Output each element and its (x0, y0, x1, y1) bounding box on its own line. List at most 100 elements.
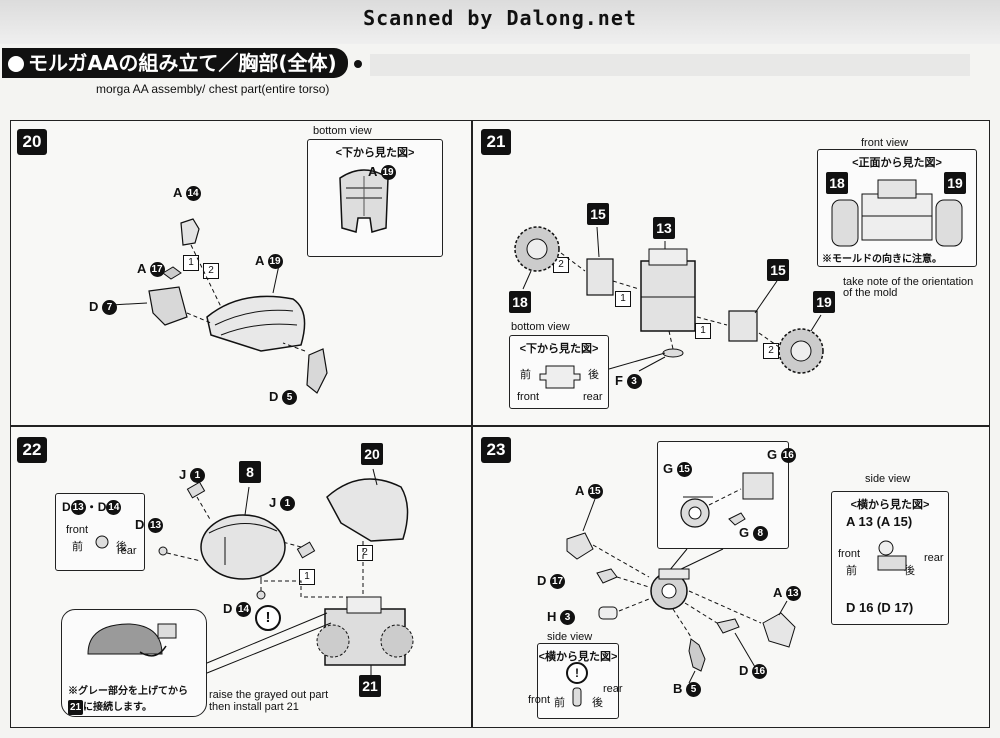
part-label: B 5 (673, 681, 702, 698)
bottom-plate-illustration (539, 365, 581, 389)
page-subtitle: morga AA assembly/ chest part(entire tor… (96, 82, 330, 96)
torso-front-illustration (831, 179, 963, 247)
front-jp-label: 前 (554, 697, 565, 709)
part-number: 17 (149, 262, 165, 278)
part-number: 16 (752, 664, 768, 680)
part-number: 21 (68, 699, 83, 715)
title-bullet-icon (6, 54, 26, 74)
side-view-label: side view (547, 631, 593, 643)
step-21-assembly-illustration (514, 226, 824, 374)
part-number: 8 (752, 526, 768, 542)
part-number: 19 (380, 165, 396, 181)
front-view-label: front view (861, 137, 909, 149)
part-label: D 14 (223, 601, 252, 618)
part-label: D 16 (739, 663, 768, 680)
part-label: G 15 (663, 461, 692, 478)
part-label: D 17 (537, 573, 566, 590)
page-title: モルガAAの組み立て／胸部(全体) (2, 48, 348, 78)
title-dot-icon (354, 60, 362, 68)
inset-heading: <横から見た図> (538, 651, 618, 663)
note-translation: raise the grayed out part then install p… (209, 689, 329, 713)
part-label: G 16 (767, 447, 796, 464)
rear-jp-label: 後 (116, 541, 127, 553)
front-jp-label: 前 (846, 565, 857, 577)
step-22-assembly-illustration (158, 468, 414, 677)
step-23-assembly-illustration (566, 472, 796, 684)
inset-heading: <下から見た図> (519, 343, 599, 355)
part-number-badge: 15 (587, 203, 609, 225)
front-en-label: front (528, 694, 551, 706)
mold-note: ※モールドの向きに注意。 (822, 254, 942, 265)
pin-side-illustration (572, 687, 582, 707)
part-label: D 13 (135, 517, 164, 534)
part-number-badge: 18 (826, 172, 848, 194)
step-number: 22 (17, 437, 47, 463)
part-number-badge: 21 (359, 675, 381, 697)
step-20-assembly-illustration (110, 218, 328, 394)
bottom-view-label: bottom view (511, 321, 570, 333)
order-marker: 1 (615, 291, 631, 307)
part-number: 13 (148, 518, 164, 534)
front-en-label: front (66, 524, 89, 536)
caution-icon: ! (566, 662, 588, 684)
rear-jp-label: 後 (592, 697, 603, 709)
step-20-panel: 20 bottom view <下から見た図> A 19 A 14 A 17 A… (10, 120, 472, 426)
inset-heading: <横から見た図> (850, 499, 930, 511)
front-en-label: front (838, 548, 861, 560)
part-number: 13 (785, 586, 801, 602)
scan-credit: Scanned by Dalong.net (363, 6, 637, 30)
part-number: 3 (626, 374, 642, 390)
rear-en-label: rear (117, 545, 137, 557)
part-number: 16 (780, 448, 796, 464)
rear-jp-label: 後 (904, 565, 915, 577)
part-number-badge: 13 (653, 217, 675, 239)
order-marker: 1 (183, 255, 199, 271)
front-jp-label: 前 (520, 369, 531, 381)
part-label: D 7 (89, 299, 118, 316)
rear-en-label: rear (583, 391, 603, 403)
inset-heading: <下から見た図> (335, 147, 415, 159)
rear-en-label: rear (924, 552, 944, 564)
part-label: J 1 (269, 495, 295, 512)
part-number-badge: 18 (509, 291, 531, 313)
order-marker: 1 (299, 569, 315, 585)
part-label: H 3 (547, 609, 576, 626)
bottom-view-inset: <下から見た図> A 19 (307, 139, 443, 257)
bottom-view-inset: <下から見た図> 前 後 (509, 335, 609, 409)
side-top-label: A 13 (A 15) (846, 514, 913, 529)
side-part-illustration (877, 540, 907, 571)
part-number: 14 (185, 186, 201, 202)
rear-en-label-2: rear (603, 683, 623, 695)
part-label: A 14 (173, 185, 201, 202)
pin-part-illustration (95, 535, 109, 549)
part-label: A 13 (773, 585, 801, 602)
side-view-inset: <横から見た図> A 13 (A 15) front 前 後 rear D 16… (831, 491, 949, 625)
part-label: D 5 (269, 389, 298, 406)
part-number-badge: 19 (813, 291, 835, 313)
part-number: 1 (279, 496, 295, 512)
order-marker: 2 (357, 545, 373, 561)
header-strip (0, 0, 1000, 44)
step-number: 23 (481, 437, 511, 463)
part-number: 17 (550, 574, 566, 590)
part-number: 15 (676, 462, 692, 478)
part-label: A 17 (137, 261, 165, 278)
bleed-through-text (370, 54, 970, 76)
part-number: 3 (560, 610, 576, 626)
part-label: J 1 (179, 467, 205, 484)
order-marker: 2 (763, 343, 779, 359)
part-number: 15 (587, 484, 603, 500)
order-marker: 2 (553, 257, 569, 273)
part-number-badge: 20 (361, 443, 383, 465)
step-21-panel: 2 1 front view <正面から見た図> 18 19 ※モールドの向きに注… (472, 120, 990, 426)
part-number: 14 (236, 602, 252, 618)
front-view-inset: <正面から見た図> 18 19 ※モールドの向きに注意。 (817, 149, 977, 267)
note-jp-line1: ※グレー部分を上げてから (68, 686, 188, 697)
side-view-inset-2: <横から見た図> ! front 前 後 (528, 643, 619, 719)
part-number: 7 (102, 300, 118, 316)
